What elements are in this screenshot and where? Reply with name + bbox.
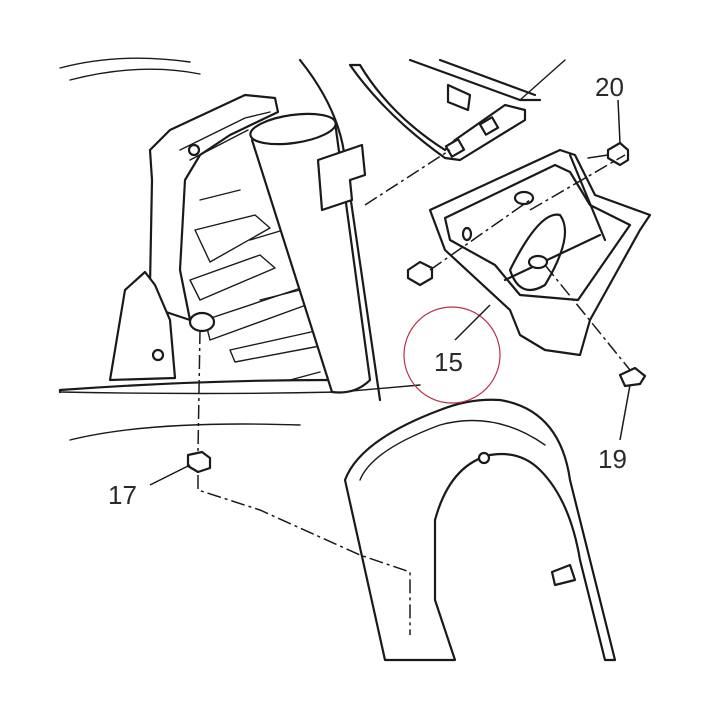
callout-17: 17	[108, 480, 137, 510]
frame-struts	[189, 214, 326, 363]
fairing-panel	[343, 398, 617, 662]
bracket-nut	[478, 116, 500, 136]
fairing-tab	[550, 563, 577, 587]
grommet-17	[186, 450, 212, 474]
alignment-line-6	[197, 475, 411, 635]
cable-line	[519, 59, 566, 101]
bracket-15-hole	[461, 226, 473, 242]
upper-bracket-tab	[446, 83, 472, 112]
frame-lower-edge	[59, 384, 421, 395]
screw-20-shank	[587, 154, 609, 159]
lower-left-curve	[69, 423, 301, 441]
bracket-detail	[179, 111, 271, 161]
tube-top-opening	[249, 112, 337, 146]
pivot-boss	[188, 311, 216, 333]
callout-19: 19	[598, 444, 627, 474]
bracket-15-boss	[513, 190, 535, 206]
background-arc	[59, 57, 191, 69]
frame-struts-2	[199, 189, 321, 381]
bracket-15-loop	[508, 213, 567, 292]
leader-19	[619, 384, 631, 441]
upper-bracket	[348, 63, 527, 162]
alignment-line-2	[429, 199, 531, 271]
callout-15: 15	[434, 347, 463, 377]
screw-20	[606, 141, 630, 167]
leader-20	[617, 99, 621, 144]
stud	[406, 260, 434, 287]
bracket-15-wire	[503, 153, 607, 282]
bracket-15-boss-2	[527, 254, 549, 270]
fairing-hole	[477, 451, 491, 465]
tube-clip	[316, 143, 367, 212]
background-arc-inner	[69, 68, 201, 81]
headlight-bracket-15	[428, 148, 652, 357]
leader-17	[149, 464, 191, 486]
bracket-nut-2	[444, 138, 466, 158]
alignment-line-3	[529, 154, 626, 211]
bracket-15-inner	[443, 163, 632, 302]
alignment-line-1	[364, 149, 451, 206]
alignment-line-4	[544, 264, 631, 371]
alignment-line-5	[197, 329, 201, 453]
bracket-hole	[187, 143, 201, 157]
upper-bracket-rail	[408, 58, 542, 102]
screw-19	[618, 366, 647, 388]
leader-15	[454, 304, 491, 341]
fairing-inner-edge	[359, 419, 546, 481]
highlight-circle	[403, 306, 501, 404]
side-panel-hole	[151, 348, 165, 362]
callout-20: 20	[595, 72, 624, 102]
